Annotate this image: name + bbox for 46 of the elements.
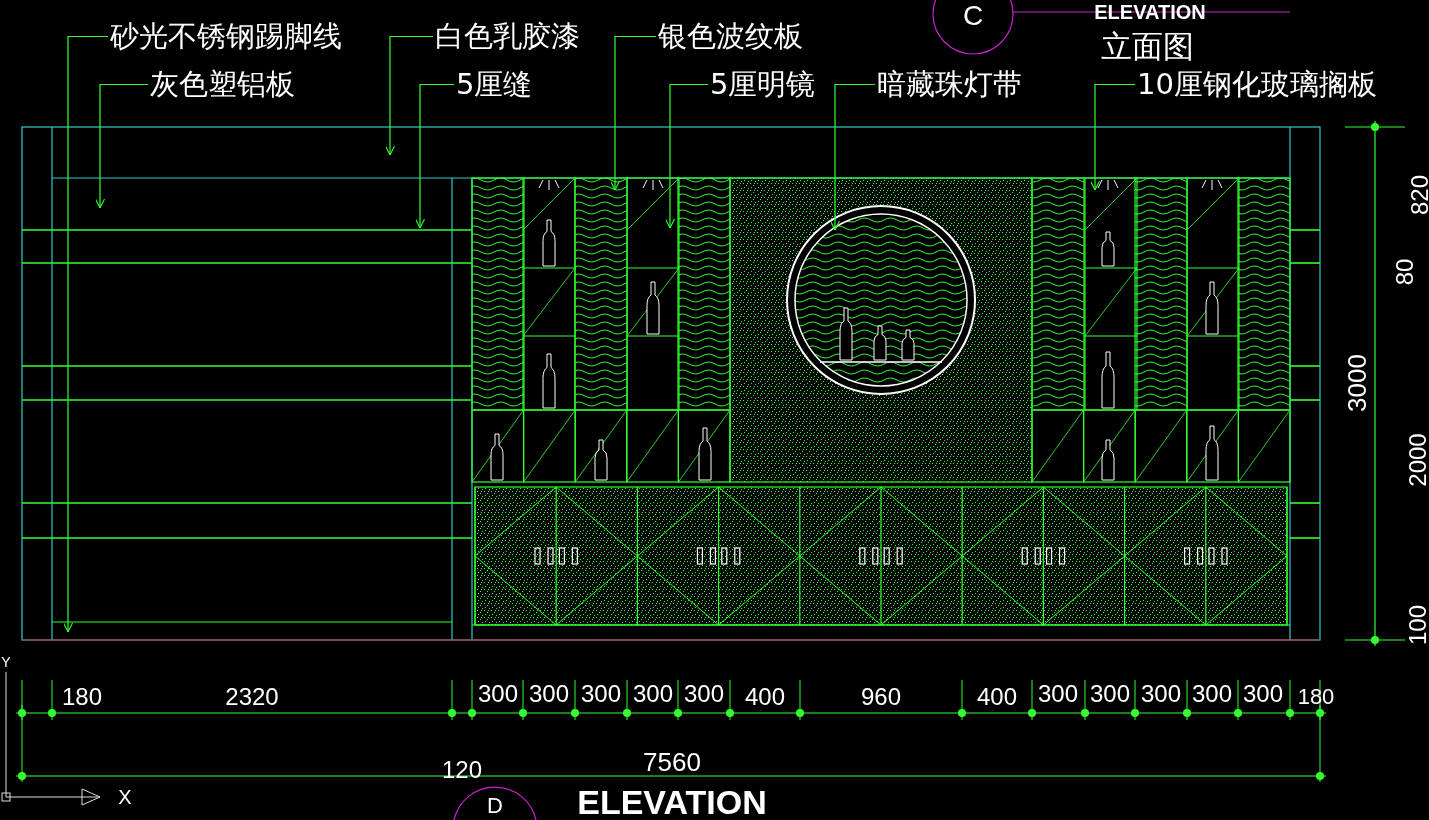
- dimension-value: 100: [1406, 605, 1429, 645]
- dimension-value: 7560: [643, 749, 701, 775]
- dimension-value: 300: [478, 682, 518, 706]
- dimension-value: 400: [977, 685, 1017, 709]
- dimension-value: 300: [1038, 682, 1078, 706]
- leader-line: [384, 35, 434, 156]
- dimension-value: 300: [1243, 682, 1283, 706]
- view-title: ELEVATION: [1094, 2, 1206, 22]
- section-marker-letter: D: [487, 795, 503, 817]
- dimension-value: 300: [684, 682, 724, 706]
- view-title: 立面图: [1100, 30, 1194, 62]
- dimension-value: 2000: [1406, 433, 1429, 487]
- dimension-value: 300: [1090, 682, 1130, 706]
- callout-label: 5厘明镜: [710, 68, 816, 102]
- dimension-value: 300: [1192, 682, 1232, 706]
- section-marker-letter: C: [962, 2, 984, 30]
- dimension-value: 120: [442, 758, 482, 782]
- dimension-value: 3000: [1344, 354, 1370, 412]
- axis-label: X: [118, 787, 132, 807]
- callout-label: 5厘缝: [456, 68, 533, 102]
- dimension-value: 300: [1141, 682, 1181, 706]
- leader-line: [414, 83, 455, 229]
- dimension-value: 80: [1393, 258, 1417, 286]
- dimension-value: 400: [745, 685, 785, 709]
- dimension-value: 300: [633, 682, 673, 706]
- callout-label: 10厘钢化玻璃搁板: [1137, 68, 1377, 102]
- leader-line: [829, 83, 876, 231]
- dimension-value: 960: [861, 685, 901, 709]
- dimension-value: 180: [62, 685, 102, 709]
- dimension-value: 820: [1408, 175, 1429, 215]
- leader-line: [94, 83, 149, 209]
- callout-label: 灰色塑铝板: [150, 68, 295, 102]
- callout-label: 白色乳胶漆: [435, 20, 580, 54]
- callout-label: 暗藏珠灯带: [877, 68, 1022, 102]
- leader-line: [1089, 83, 1136, 191]
- axis-label: Y: [1, 655, 11, 669]
- dimension-value: 300: [581, 682, 621, 706]
- dimension-value: 300: [529, 682, 569, 706]
- dimension-value: 2320: [225, 685, 279, 709]
- leader-line: [62, 35, 109, 633]
- dimension-value: 180: [1297, 686, 1335, 708]
- callout-label: 银色波纹板: [658, 20, 803, 54]
- leader-line: [609, 35, 657, 191]
- leader-line: [664, 83, 709, 229]
- view-title: ELEVATION: [577, 785, 767, 819]
- callout-label: 砂光不锈钢踢脚线: [110, 20, 342, 54]
